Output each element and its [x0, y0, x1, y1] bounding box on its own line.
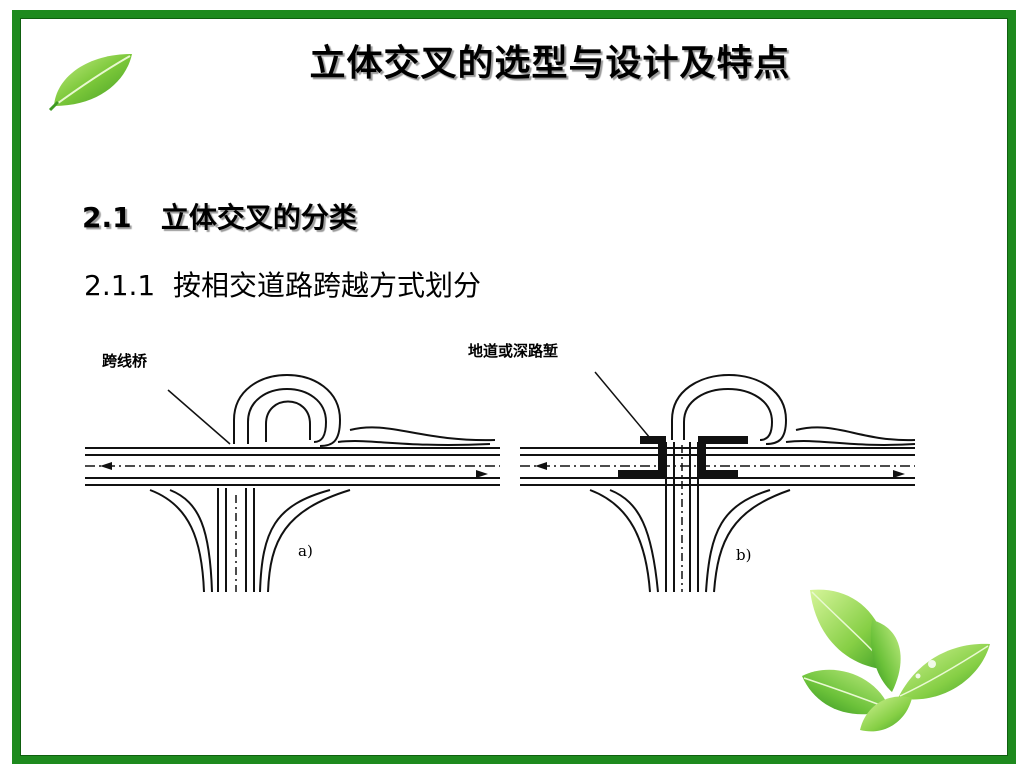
figure-a-label: a) — [298, 542, 313, 560]
subsection-heading: 2.1.1 按相交道路跨越方式划分 — [84, 269, 482, 302]
section-heading: 2.1 立体交叉的分类 — [82, 201, 357, 234]
leaves-cluster-icon — [802, 589, 990, 732]
slide-border-inner — [20, 18, 1008, 756]
interchange-diagram — [85, 371, 916, 593]
interchange-figure: 跨线桥 地道或深路堑 a) b) — [70, 330, 940, 600]
figure-b-label: b) — [736, 546, 752, 564]
slide-title: 立体交叉的选型与设计及特点 — [309, 43, 791, 84]
leaf-icon — [48, 54, 132, 112]
underpass-callout: 地道或深路堑 — [468, 342, 559, 360]
overpass-callout: 跨线桥 — [102, 352, 148, 370]
slide-border-frame — [12, 10, 1016, 764]
